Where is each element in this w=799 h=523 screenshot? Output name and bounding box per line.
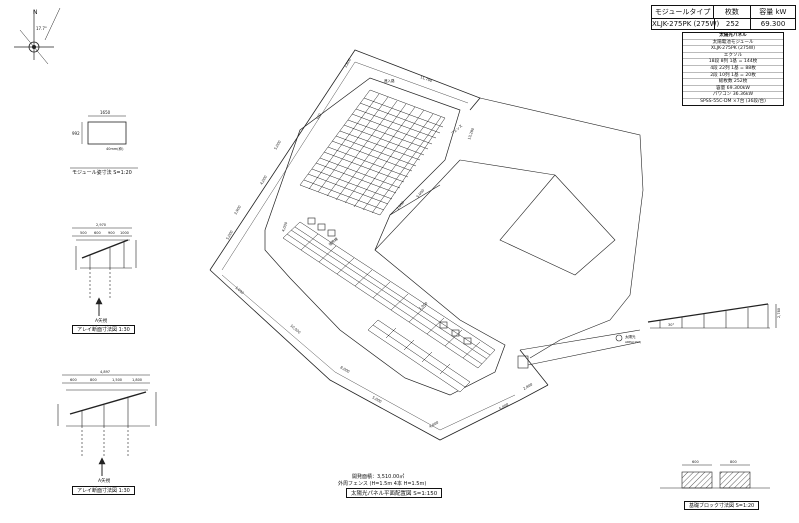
svg-text:太陽光: 太陽光 (625, 334, 636, 339)
svg-text:2,970: 2,970 (96, 223, 106, 227)
svg-text:11,700: 11,700 (420, 75, 433, 83)
svg-text:2,780: 2,780 (777, 308, 781, 318)
panel-array-long (282, 221, 496, 369)
svg-text:2,800: 2,800 (523, 382, 534, 390)
spec-item: 容量 69.300kW (683, 86, 783, 93)
svg-text:4,000: 4,000 (259, 175, 267, 186)
svg-text:600: 600 (70, 378, 77, 382)
svg-text:5,000: 5,000 (372, 395, 383, 403)
svg-text:1,000: 1,000 (234, 286, 244, 296)
svg-text:AREA(1ST): AREA(1ST) (625, 340, 641, 344)
svg-text:3,900: 3,900 (233, 205, 241, 216)
array-section-b-dims: 4,897 600 800 1,500 1,800 (70, 370, 142, 382)
equipment-pads (307, 217, 529, 369)
fence-line (264, 77, 506, 396)
table-row: XLJK-275PK (275W) 252 69.300 (652, 19, 795, 29)
svg-text:進入路: 進入路 (384, 78, 395, 83)
panel-array-small (367, 319, 471, 393)
svg-text:1650: 1650 (100, 110, 111, 115)
spec-item: エクソル (683, 53, 783, 60)
col-count-header: 枚数 (714, 6, 751, 18)
spec-list: 太陽光パネル 太陽電池モジュール XLJK-275PK (275W) エクソル … (682, 32, 784, 106)
svg-text:1,800: 1,800 (132, 378, 142, 382)
arrow-label-a: A矢視 (95, 317, 108, 324)
side-elevation (615, 303, 777, 342)
count-cell: 252 (715, 19, 752, 29)
svg-text:10,000: 10,000 (289, 324, 301, 335)
svg-text:1,900: 1,900 (418, 301, 428, 311)
svg-text:4,000: 4,000 (429, 420, 440, 428)
panel-array-large (299, 89, 446, 216)
col-type-header: モジュールタイプ (652, 6, 715, 18)
svg-text:17.7°: 17.7° (36, 26, 47, 31)
site-plan-title: 太陽光パネル平面配置図 S=1:150 (346, 488, 443, 498)
site-boundary (209, 49, 549, 441)
area-note: 開発面積：3,510.00㎡ (352, 474, 405, 480)
spec-item: 太陽電池モジュール (683, 40, 783, 47)
array-section-a-dims: 2,970 500 600 900 1000 (80, 223, 129, 235)
site-dimension-labels: 3,800 11,700 100 5,000 4,000 3,900 5,000… (225, 58, 533, 429)
svg-text:8,000: 8,000 (340, 365, 351, 373)
svg-text:40mm(枠): 40mm(枠) (106, 146, 124, 151)
spec-item: 総枚数 252枚 (683, 79, 783, 86)
svg-text:800: 800 (90, 378, 97, 382)
table-header-row: モジュールタイプ 枚数 容量 kW (652, 6, 795, 19)
svg-text:1000: 1000 (120, 231, 129, 235)
svg-text:3,800: 3,800 (343, 58, 351, 69)
spec-item: 18段 8列 1基 = 144枚 (683, 59, 783, 66)
svg-text:5,000: 5,000 (416, 188, 426, 198)
svg-text:800: 800 (730, 460, 737, 464)
svg-text:600: 600 (94, 231, 101, 235)
capacity-cell: 69.300 (760, 20, 786, 28)
svg-text:5,000: 5,000 (225, 230, 233, 241)
fence-note: 外周フェンス (H=1.5m 4本 H=1.5m) (338, 481, 427, 487)
array-section-b (57, 374, 157, 476)
svg-text:4,897: 4,897 (100, 370, 110, 374)
module-detail-caption: モジュール姿寸法 S=1:20 (72, 170, 132, 176)
spec-item: XLJK-275PK (275W) (683, 46, 783, 53)
spec-title: 太陽光パネル (683, 33, 783, 40)
module-summary-table: モジュールタイプ 枚数 容量 kW XLJK-275PK (275W) 252 … (651, 5, 796, 30)
compass-icon (14, 7, 61, 65)
svg-text:5,000: 5,000 (273, 140, 281, 151)
spec-item: 2段 10列 1基 = 20枚 (683, 73, 783, 80)
compass-label: N (33, 9, 38, 16)
foundation-caption: 基礎ブロック寸法図 S=1:20 (684, 501, 760, 510)
foundation-blocks (660, 464, 770, 489)
svg-text:境界線: 境界線 (327, 236, 339, 247)
spec-item: 4段 22列 1基 = 88枚 (683, 66, 783, 73)
spec-item: SPSS-55C-DM ×7台 (36段/台) (700, 98, 766, 104)
array-section-a (72, 227, 137, 316)
svg-text:30°: 30° (668, 323, 674, 327)
adjacent-land (374, 97, 644, 366)
svg-text:4,000: 4,000 (281, 222, 288, 233)
svg-text:2,000: 2,000 (396, 200, 406, 210)
svg-text:100: 100 (315, 113, 322, 121)
svg-text:13,280: 13,280 (467, 127, 475, 140)
col-capacity-header: 容量 kW (759, 8, 787, 16)
array-a-caption: アレイ断面寸法図 1:30 (72, 325, 135, 334)
svg-text:500: 500 (80, 231, 87, 235)
array-b-caption: アレイ断面寸法図 1:30 (72, 486, 135, 495)
svg-text:600: 600 (692, 460, 699, 464)
module-type-cell: XLJK-275PK (275W) (652, 19, 720, 29)
svg-text:1,500: 1,500 (112, 378, 122, 382)
spec-item: パワコン 36.36kW (683, 92, 783, 99)
svg-text:900: 900 (108, 231, 115, 235)
arrow-label-b: A矢視 (98, 477, 111, 484)
svg-text:5,000: 5,000 (499, 402, 510, 410)
module-detail: 1650 992 40mm(枠) (70, 110, 138, 169)
svg-text:992: 992 (72, 131, 80, 136)
svg-text:フェンス: フェンス (449, 123, 463, 136)
